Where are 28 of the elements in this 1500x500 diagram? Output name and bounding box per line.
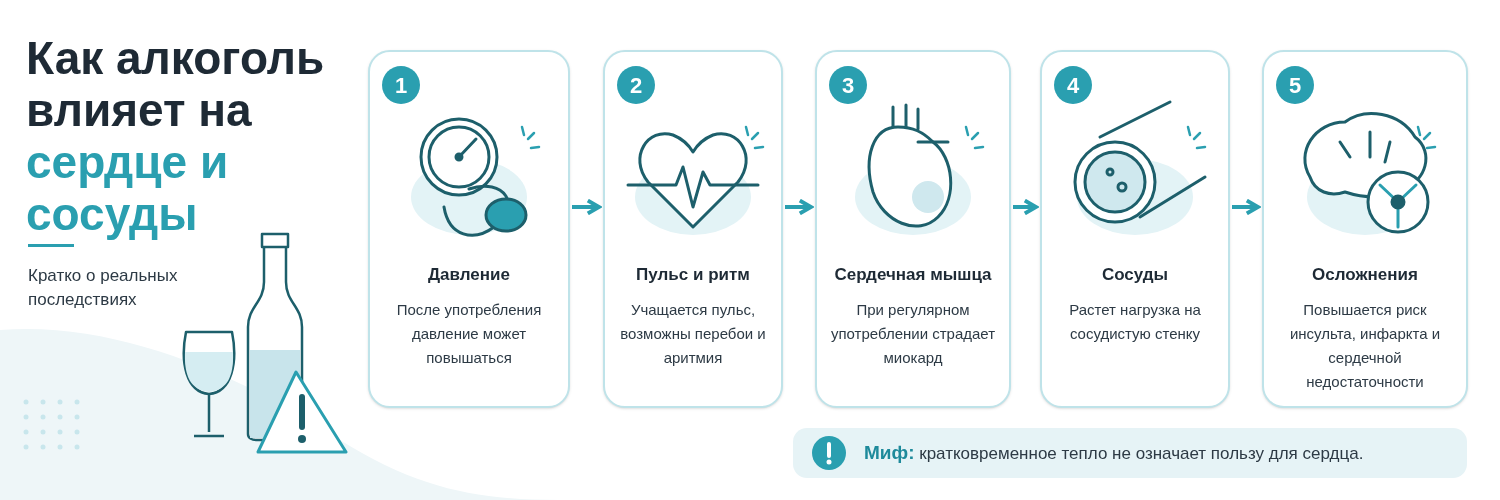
step-number: 1 <box>382 66 420 104</box>
step-card <box>1262 50 1468 408</box>
step-description: Учащается пульс, возможны перебои и аритмия <box>619 300 767 368</box>
step-number: 4 <box>1054 66 1092 104</box>
step-card <box>603 50 783 408</box>
step-number: 5 <box>1276 66 1314 104</box>
arrow <box>1232 198 1260 216</box>
step-heading: Осложнения <box>1311 264 1419 286</box>
subtitle: Кратко о реальных последствиях <box>28 265 179 311</box>
step-description: Повышается риск инсульта, инфаркта и сердечной недостаточности <box>1288 300 1442 392</box>
step-description: При регулярном употреблении страдает миокард <box>829 300 997 368</box>
step-heading: Сердечная мышца <box>833 264 993 286</box>
arrow <box>785 198 813 216</box>
title: Как алкоголь влияет на <box>26 32 326 136</box>
step-description: Растет нагрузка на сосудистую стенку <box>1068 300 1202 344</box>
step-description: После употребления давление может повышаться <box>395 300 543 368</box>
step-number: 3 <box>829 66 867 104</box>
arrow <box>572 198 601 216</box>
step-card <box>368 50 570 408</box>
step-card <box>1040 50 1230 408</box>
title-highlight: сердце и сосуды <box>26 136 230 240</box>
step-number: 2 <box>617 66 655 104</box>
arrow <box>1013 198 1038 216</box>
myth-note: Миф: кратковременное тепло не означает пользу для сердца. <box>864 441 1365 465</box>
step-heading: Давление <box>427 264 511 286</box>
step-heading: Сосуды <box>1100 264 1170 286</box>
step-card <box>815 50 1011 408</box>
step-heading: Пульс и ритм <box>635 264 751 286</box>
